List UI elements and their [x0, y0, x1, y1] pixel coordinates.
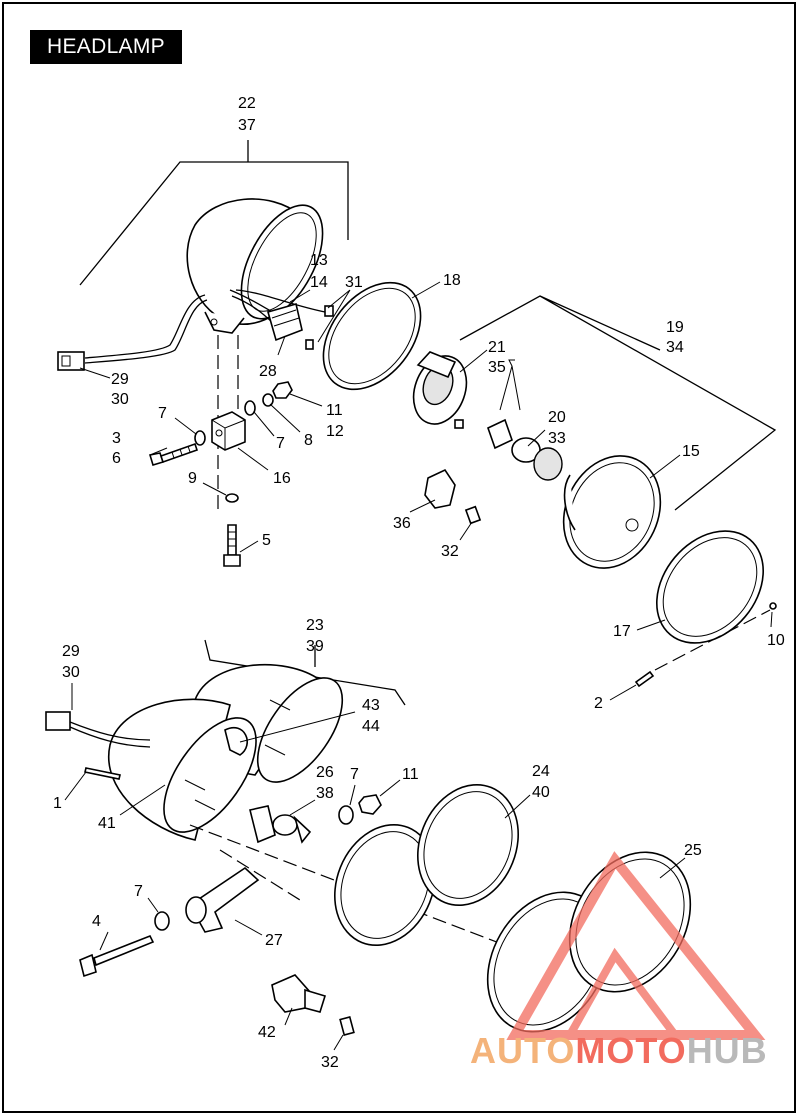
callout-12: 12 — [326, 423, 344, 440]
callout-7: 7 — [350, 766, 359, 783]
callout-15: 15 — [682, 443, 700, 460]
callout-44: 44 — [362, 718, 380, 735]
callout-18: 18 — [443, 272, 461, 289]
callout-32: 32 — [441, 543, 459, 560]
callout-16: 16 — [273, 470, 291, 487]
callout-3: 3 — [112, 430, 121, 447]
callout-24: 24 — [532, 763, 550, 780]
watermark-logo — [506, 851, 766, 1040]
axis-line — [219, 849, 301, 901]
socket-42 — [271, 974, 355, 1037]
callout-20: 20 — [548, 409, 566, 426]
callout-19: 19 — [666, 319, 684, 336]
wiring-harness — [57, 289, 326, 371]
callout-11: 11 — [402, 766, 419, 783]
callout-13: 13 — [310, 252, 328, 269]
callout-29: 29 — [62, 643, 80, 660]
callout-5: 5 — [262, 532, 271, 549]
callout-22: 22 — [238, 95, 256, 112]
watermark-part-auto: AUTO — [470, 1030, 576, 1071]
callout-10: 10 — [767, 632, 785, 649]
callout-40: 40 — [532, 784, 550, 801]
socket-21-35 — [412, 351, 468, 425]
page-title: HEADLAMP — [30, 30, 182, 64]
callout-43: 43 — [362, 697, 380, 714]
callout-17: 17 — [613, 623, 631, 640]
mounting-hardware — [148, 335, 293, 567]
callout-7: 7 — [134, 883, 143, 900]
dual-housing — [107, 663, 344, 841]
callout-9: 9 — [188, 470, 197, 487]
callout-28: 28 — [259, 363, 277, 380]
callout-6: 6 — [112, 450, 121, 467]
connector-28 — [267, 302, 334, 350]
watermark-text: AUTOMOTOHUB — [470, 1030, 768, 1072]
wiring-harness-lower — [45, 711, 151, 748]
socket-36 — [424, 468, 482, 525]
callout-33: 33 — [548, 430, 566, 447]
callout-4: 4 — [92, 913, 101, 930]
callout-1: 1 — [53, 795, 62, 812]
watermark-part-hub: HUB — [686, 1030, 768, 1071]
washer-nut-lower — [338, 794, 382, 825]
callout-14: 14 — [310, 274, 328, 291]
callout-42: 42 — [258, 1024, 276, 1041]
bulb-20-33 — [454, 359, 563, 481]
bracket-19-34 — [459, 295, 777, 511]
ring-17 — [656, 530, 764, 644]
callout-32: 32 — [321, 1054, 339, 1071]
headlamp-housing — [186, 198, 324, 334]
callout-8: 8 — [304, 432, 313, 449]
screw-1 — [84, 767, 121, 780]
callout-30: 30 — [62, 664, 80, 681]
callout-41: 41 — [98, 815, 116, 832]
bulb-26-38 — [249, 805, 312, 844]
lamp-units-24-40 — [333, 783, 520, 947]
callout-34: 34 — [666, 339, 684, 356]
callout-39: 39 — [306, 638, 324, 655]
callout-2: 2 — [594, 695, 603, 712]
callout-29: 29 — [111, 371, 129, 388]
watermark-part-moto: MOTO — [575, 1030, 687, 1071]
callout-27: 27 — [265, 932, 283, 949]
callout-7: 7 — [158, 405, 167, 422]
callout-26: 26 — [316, 764, 334, 781]
callout-23: 23 — [306, 617, 324, 634]
leader-lines — [64, 281, 773, 1051]
ring-18 — [322, 281, 422, 391]
callout-7: 7 — [276, 435, 285, 452]
bracket-27 — [185, 866, 260, 933]
callout-31: 31 — [345, 274, 363, 291]
callout-37: 37 — [238, 117, 256, 134]
callout-25: 25 — [684, 842, 702, 859]
screw-2 — [634, 602, 777, 688]
callout-21: 21 — [488, 339, 506, 356]
callout-labels: 22 37 13 14 31 18 19 34 21 35 20 33 15 2… — [53, 95, 785, 1071]
callout-35: 35 — [488, 359, 506, 376]
callout-30: 30 — [111, 391, 129, 408]
callout-38: 38 — [316, 785, 334, 802]
callout-36: 36 — [393, 515, 411, 532]
bracket-22-37 — [79, 140, 349, 286]
bolt-4 — [79, 911, 170, 978]
callout-11: 11 — [326, 402, 343, 419]
sealed-beam-15 — [562, 455, 662, 569]
